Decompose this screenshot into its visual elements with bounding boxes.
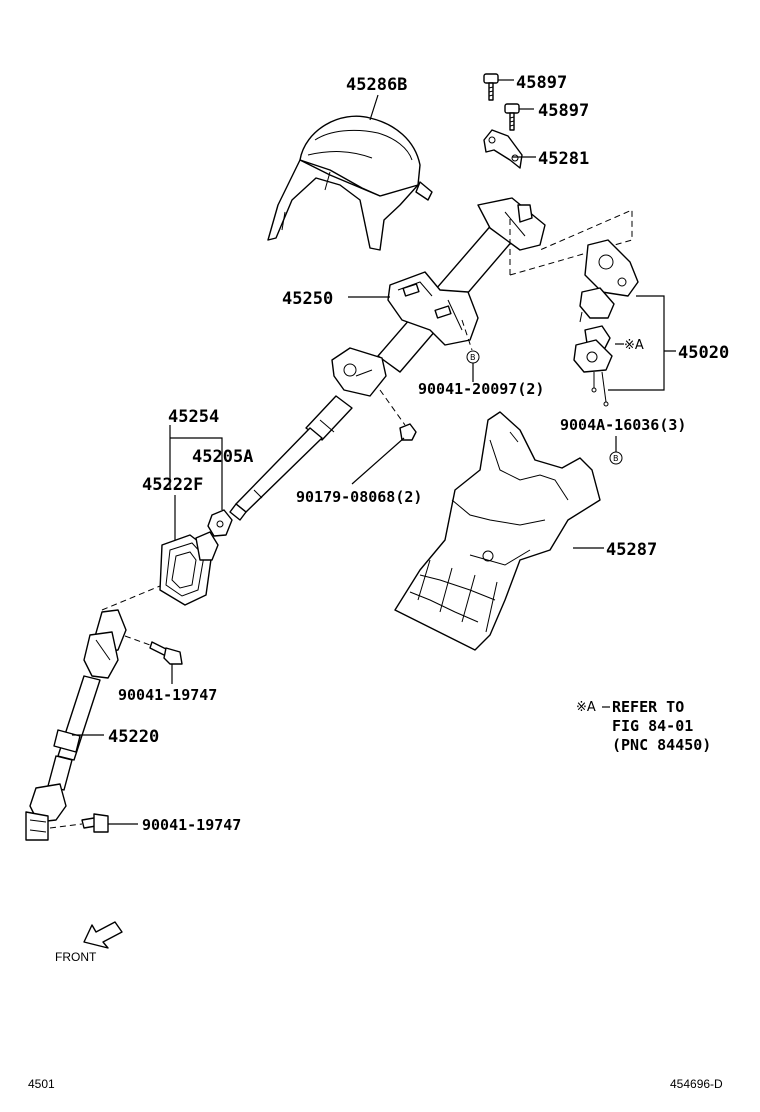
ref-marker-b-lower: B: [609, 451, 623, 465]
bolt-90041-19747-lower: [49, 813, 109, 833]
label-90041-19747-upper: 90041-19747: [118, 686, 217, 704]
front-label: FRONT: [55, 950, 97, 964]
label-45897-upper: 45897: [516, 73, 567, 93]
svg-text:B: B: [470, 353, 476, 362]
column-hole-boot: [159, 531, 219, 606]
nut-90179-08068: [399, 423, 417, 441]
leader-45020: [608, 295, 676, 391]
leader-90179-08068: [351, 437, 405, 485]
label-90041-20097: 90041-20097(2): [418, 380, 544, 398]
guide-line-2: [509, 209, 633, 276]
guide-line-3: [379, 389, 406, 426]
label-45281: 45281: [538, 149, 589, 169]
steering-column: [229, 197, 546, 521]
ref-marker-b-upper: B: [466, 350, 480, 364]
bushing-45205a: [207, 509, 233, 537]
leader-45286b: [369, 94, 379, 121]
label-45250: 45250: [282, 289, 333, 309]
label-a-mark: ※A: [624, 338, 644, 353]
label-90179-08068: 90179-08068(2): [296, 488, 422, 506]
illustration-id: 454696-D: [670, 1077, 723, 1091]
label-45220: 45220: [108, 727, 159, 747]
svg-text:B: B: [613, 454, 619, 463]
label-9004a-16036: 9004A-16036(3): [560, 416, 686, 434]
note-line-1: REFER TO: [612, 698, 684, 716]
label-45254: 45254: [168, 407, 219, 427]
note-symbol: ※A: [576, 700, 596, 715]
column-cover-lower: [394, 411, 601, 651]
note-line-3: (PNC 84450): [612, 736, 711, 754]
figure-number: 4501: [28, 1077, 55, 1091]
label-45020: 45020: [678, 343, 729, 363]
label-90041-19747-lower: 90041-19747: [142, 816, 241, 834]
label-45222f: 45222F: [142, 475, 203, 495]
note-line-2: FIG 84-01: [612, 717, 693, 735]
front-direction-arrow: FRONT: [55, 921, 123, 964]
label-45286b: 45286B: [346, 75, 407, 95]
bolt-45897-lower: [504, 103, 520, 131]
bracket-45281: [483, 129, 523, 169]
intermediate-shaft: [25, 609, 127, 841]
bolt-45897-upper: [483, 73, 499, 101]
leader-45254: [169, 425, 223, 540]
column-cover-upper: [267, 115, 433, 251]
reference-note: ※A REFER TO FIG 84-01 (PNC 84450): [576, 698, 711, 754]
guide-line-4: [461, 319, 473, 351]
label-45897-lower: 45897: [538, 101, 589, 121]
guide-line-5: [101, 585, 161, 611]
ignition-switch-assembly: [573, 239, 639, 407]
bolt-90041-19747-upper: [124, 635, 183, 665]
label-45205a: 45205A: [192, 447, 253, 467]
label-45287: 45287: [606, 540, 657, 560]
